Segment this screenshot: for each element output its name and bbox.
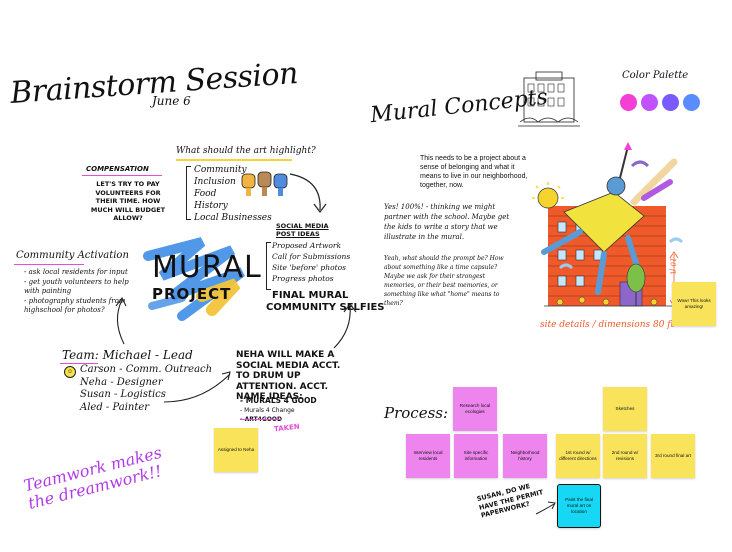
mural-illustration[interactable] — [524, 142, 692, 326]
mural-logo-line2: PROJECT — [152, 285, 232, 303]
neha-ideas: - Murals 4 Good - Murals 4 Change - Art4… — [240, 396, 317, 425]
height-label: 10 ft — [668, 257, 677, 275]
sticky-round-1[interactable]: 1st round w/ different directions — [556, 434, 600, 478]
community-activation-item: - photography students from highschool f… — [24, 296, 126, 315]
concept-note-1: Yes! 100%! - thinking we might partner w… — [384, 203, 510, 241]
sticky-sketches[interactable]: Sketches — [603, 387, 647, 431]
mural-logo-line1: MURAL — [152, 250, 262, 285]
palette-swatch-violet[interactable] — [662, 94, 679, 111]
social-media-community-selfies: Community Selfies — [266, 302, 385, 313]
teamwork-note: Teamwork makes the dreamwork!! — [21, 442, 164, 513]
community-activation-underline — [14, 264, 84, 265]
highlight-question: What should the art highlight? — [176, 146, 316, 156]
highlight-question-underline — [176, 159, 292, 161]
sticky-assigned-to-neha[interactable]: Assigned to Neha — [214, 428, 258, 472]
sticky-wow[interactable]: Wow! This looks amazing! — [672, 282, 716, 326]
social-media-item: Call for Submissions — [272, 252, 351, 261]
compensation-underline — [82, 175, 162, 176]
palette-swatch-pink[interactable] — [620, 94, 637, 111]
raised-fists-icon[interactable] — [240, 170, 290, 196]
mural-logo-scribble — [143, 237, 245, 321]
team-member: Aled - Painter — [80, 401, 150, 413]
highlight-item: Food — [194, 189, 217, 199]
arrow-to-team — [115, 296, 127, 345]
community-activation-item: - ask local residents for input — [24, 268, 128, 276]
smiley-icon[interactable]: ☺ — [64, 366, 76, 378]
sticky-neighborhood-history[interactable]: Neighborhood history — [503, 434, 547, 478]
concept-typed-text: This needs to be a project about a sense… — [420, 155, 528, 189]
community-activation-heading: Community Activation — [16, 250, 129, 261]
process-label: Process: — [384, 404, 449, 422]
arrow-team-to-neha — [163, 371, 231, 403]
social-media-list: Proposed Artwork Call for Submissions Si… — [272, 240, 350, 284]
sticky-paint-final-mural[interactable]: Paint the final mural art on location — [557, 484, 601, 528]
account-idea: - Art4Good — [240, 416, 282, 423]
account-idea: - Murals 4 Good — [240, 396, 317, 405]
arrow-to-paint-sticky — [535, 501, 556, 515]
sticky-site-specific-information[interactable]: Site specific information — [454, 434, 498, 478]
palette-swatch-blue[interactable] — [683, 94, 700, 111]
arrow-to-selfies — [333, 303, 357, 349]
community-activation-list: - ask local residents for input - get yo… — [24, 268, 136, 316]
compensation-heading: Compensation — [86, 165, 149, 173]
team-heading: Team: Michael - Lead — [62, 348, 193, 362]
site-dimensions-label: site details / dimensions 80 ft — [540, 320, 675, 330]
community-activation-item: - get youth volunteers to help with pain… — [24, 277, 129, 296]
social-media-heading: Social Media Post Ideas — [276, 222, 329, 238]
highlight-item: History — [194, 201, 228, 211]
arrow-to-social-media — [289, 173, 327, 213]
team-member: Carson - Comm. Outreach — [80, 364, 213, 375]
highlight-item: Community — [194, 165, 247, 175]
neha-social-note: Neha will make a social media acct. to d… — [236, 350, 341, 402]
palette-swatch-purple[interactable] — [641, 94, 658, 111]
social-media-item: Site 'before' photos — [272, 263, 346, 272]
social-media-final-mural: Final Mural — [272, 290, 349, 301]
building-sketch[interactable] — [516, 70, 582, 132]
color-palette-title: Color Palette — [622, 70, 689, 81]
highlight-list: Community Inclusion Food History Local B… — [194, 164, 272, 224]
account-idea: - Murals 4 Change — [240, 406, 295, 414]
social-media-bracket — [266, 242, 271, 290]
taken-label: TAKEN — [273, 422, 301, 434]
concept-note-2: Yeah, what should the prompt be? How abo… — [384, 255, 504, 307]
highlight-item: Inclusion — [194, 177, 236, 187]
sticky-interview-local-residents[interactable]: Interview local residents — [406, 434, 450, 478]
sticky-round-3[interactable]: 3rd round final art — [651, 434, 695, 478]
team-members: Carson - Comm. Outreach Neha - Designer … — [80, 364, 212, 414]
team-underline — [60, 363, 98, 364]
social-media-item: Proposed Artwork — [272, 241, 342, 250]
sticky-research-local-ecologies[interactable]: Research local ecologies — [453, 387, 497, 431]
compensation-body: Let's try to pay volunteers for their ti… — [90, 180, 166, 222]
team-member: Susan - Logistics — [80, 389, 166, 400]
social-media-item: Progress photos — [272, 274, 334, 283]
highlight-bracket — [186, 166, 191, 220]
team-member: Neha - Designer — [80, 376, 163, 388]
brainstorm-date: June 6 — [152, 94, 191, 108]
highlight-item: Local Businesses — [194, 213, 272, 223]
sticky-round-2[interactable]: 2nd round w/ revisions — [603, 434, 647, 478]
